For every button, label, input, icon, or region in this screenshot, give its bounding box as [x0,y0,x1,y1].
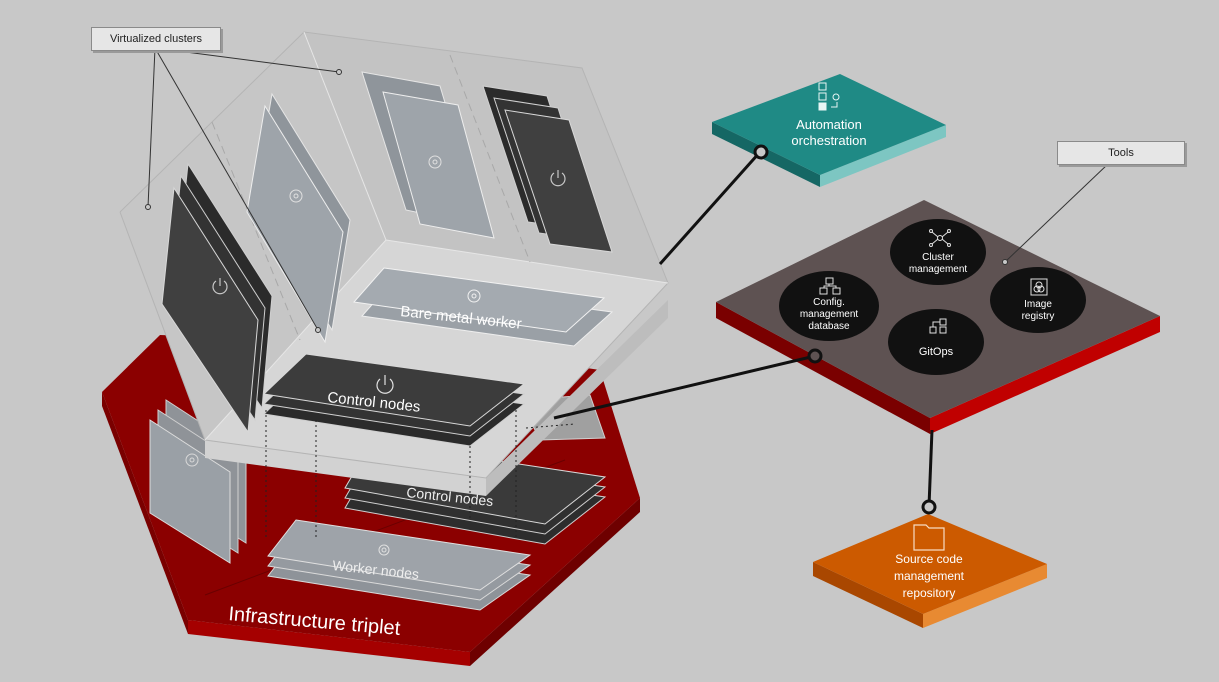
gear-icon [467,289,481,303]
workflow-icon [818,82,840,111]
database-flow-icon [819,277,841,295]
callout-leaders [145,47,1109,333]
gear-icon [428,155,442,169]
image-registry-line1: Image [1024,299,1052,310]
hex-side-right [470,498,640,666]
image-registry-line2: registry [1022,311,1055,322]
automation-line1: Automation [796,117,862,132]
source-code-line1: Source code [895,552,963,566]
automation-line2: orchestration [791,133,866,148]
cube-bottom-right [486,300,668,496]
cluster-management-node: Cluster management [890,219,986,285]
hex-left-worker-stack [149,399,247,564]
source-code-line3: repository [903,586,956,600]
config-db-line1: Config. [813,297,845,308]
image-registry-node: Image registry [990,267,1086,333]
connector-lines [553,144,937,515]
cluster-management-line2: management [909,264,968,275]
tools-callout: Tools [1057,141,1185,165]
cube-left-control-stack [161,162,273,434]
config-db-line2: management [800,309,859,320]
hex-side-front [188,620,470,666]
gitops-label: GitOps [919,346,954,358]
hex-side-left [102,392,188,634]
cluster-icon [929,229,951,247]
folder-icon [913,524,945,551]
cube-control-nodes-stack [262,353,526,447]
cube-bottom-front [205,440,486,496]
source-code-repository-box [813,514,1047,628]
gear-icon [289,189,303,203]
gear-icon [185,453,199,467]
gear-icon [378,544,390,556]
source-code-line2: management [894,569,965,583]
power-icon [212,278,228,295]
registry-icon [1030,278,1048,296]
cube-left-worker-stack [246,92,351,344]
config-management-database-node: Config. management database [779,271,879,341]
bare-metal-worker-stack [353,267,614,347]
power-icon [550,170,566,187]
tools-platform [716,200,1160,434]
cube-back-control-stack [482,85,613,253]
config-db-line3: database [808,321,850,332]
gitops-icon [929,318,947,334]
power-icon [376,375,394,394]
dotted-connectors [265,410,576,540]
cluster-management-line1: Cluster [922,252,954,263]
virtualized-clusters-callout: Virtualized clusters [91,27,221,51]
cube-back-worker-stack [361,71,495,239]
hex-worker-nodes-stack [267,519,532,611]
gitops-node: GitOps [888,309,984,375]
